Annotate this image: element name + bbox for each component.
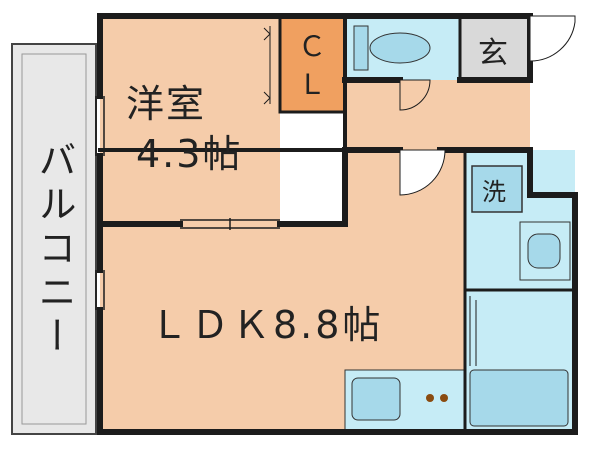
balcony-label: バルコニー bbox=[32, 140, 76, 360]
western-room-area bbox=[100, 16, 280, 224]
closet-doors bbox=[263, 26, 271, 105]
toilet-bowl bbox=[369, 32, 431, 64]
entrance-label: 玄 bbox=[478, 36, 508, 71]
stove-burner-right bbox=[440, 394, 448, 402]
balcony-windows bbox=[95, 96, 105, 310]
washer-space bbox=[471, 165, 523, 213]
balcony-inner-line bbox=[21, 53, 87, 425]
door-swings bbox=[399, 15, 576, 196]
sliding-doors bbox=[180, 218, 280, 230]
western-room-size: 4.3帖 bbox=[136, 132, 243, 176]
closet-label-bottom: Ｌ bbox=[297, 68, 326, 101]
entrance-area bbox=[460, 16, 530, 80]
bath-door bbox=[469, 296, 477, 366]
washer-label: 洗 bbox=[482, 178, 506, 206]
closet-area bbox=[280, 16, 345, 112]
hallway-area bbox=[345, 80, 530, 150]
washbasin-bowl bbox=[527, 233, 561, 269]
bathtub bbox=[469, 369, 569, 427]
balcony-area bbox=[11, 43, 97, 435]
ldk-label: ＬＤＫ8.8帖 bbox=[150, 303, 384, 347]
stove-burner-left bbox=[426, 394, 434, 402]
kitchen-sink bbox=[351, 377, 401, 421]
western-room-name: 洋室 bbox=[126, 82, 207, 126]
toilet-tank bbox=[353, 25, 369, 71]
closet-label-top: Ｃ bbox=[297, 30, 326, 63]
